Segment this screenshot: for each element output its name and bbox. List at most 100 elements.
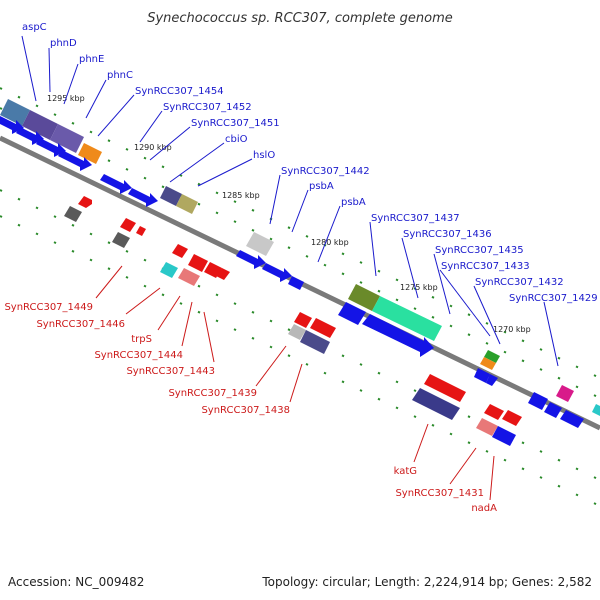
forward-gene[interactable]	[128, 188, 158, 207]
gene-label[interactable]: SynRCC307_1449	[4, 302, 93, 313]
gene-label[interactable]: phnE	[79, 54, 104, 65]
gene-label[interactable]: psbA	[341, 197, 366, 208]
forward-gene[interactable]	[528, 392, 548, 410]
kbp-tick-label: 1285 kbp	[222, 191, 260, 200]
gene-SynRCC307_1431[interactable]	[476, 418, 498, 436]
gene-label[interactable]: hslO	[253, 150, 275, 161]
gene-label[interactable]: phnC	[107, 70, 133, 81]
gene-SynRCC307_1439[interactable]	[288, 324, 306, 340]
tick-dot	[323, 263, 327, 267]
forward-gene[interactable]	[474, 368, 490, 383]
gene-SynRCC307_1443[interactable]	[188, 254, 208, 272]
gene-katG[interactable]	[424, 374, 466, 402]
gene-label[interactable]: psbA	[309, 181, 334, 192]
leader-SynRCC307_1442	[269, 174, 281, 225]
tick-dot	[575, 365, 579, 369]
tick-dot	[467, 415, 471, 419]
forward-gene[interactable]	[338, 302, 366, 325]
gene-label[interactable]: nadA	[471, 503, 497, 514]
forward-gene[interactable]	[288, 276, 304, 290]
gene-teal-edge[interactable]	[592, 404, 600, 416]
tick-dot	[359, 389, 363, 392]
gene-aspC[interactable]	[0, 99, 30, 126]
tick-dot	[431, 423, 435, 427]
gene-label[interactable]: SynRCC307_1442	[281, 166, 370, 177]
gene-trpS[interactable]	[160, 262, 178, 278]
gene-label[interactable]: SynRCC307_1454	[135, 86, 224, 97]
gene-psbA-2[interactable]	[372, 296, 442, 341]
forward-gene[interactable]	[16, 127, 44, 145]
gene-label[interactable]: aspC	[22, 22, 47, 33]
gene-label[interactable]: trpS	[131, 334, 152, 345]
tick-dot	[197, 310, 201, 314]
forward-gene[interactable]	[262, 263, 292, 282]
forward-gene[interactable]	[36, 138, 66, 157]
gene-SynRCC307_1438[interactable]	[300, 330, 330, 354]
tick-dot	[215, 319, 219, 323]
gene-label[interactable]: SynRCC307_1437	[371, 213, 460, 224]
tick-dot	[251, 228, 255, 232]
tick-dot	[557, 458, 561, 462]
gene-label[interactable]: phnD	[50, 38, 77, 49]
gene-hslO[interactable]	[176, 194, 198, 214]
reverse-gene[interactable]	[120, 218, 136, 232]
forward-gene[interactable]	[0, 116, 24, 134]
gene-label[interactable]: SynRCC307_1452	[163, 102, 252, 113]
gene-SynRCC307_1442[interactable]	[246, 232, 274, 256]
leader-SynRCC307_1454	[97, 94, 135, 137]
gene-SynRCC307_1446[interactable]	[112, 232, 130, 248]
forward-gene[interactable]	[362, 314, 434, 357]
gene-label[interactable]: SynRCC307_1429	[509, 293, 598, 304]
tick-dot	[287, 226, 291, 230]
gene-label[interactable]: SynRCC307_1438	[201, 405, 290, 416]
tick-dot	[0, 189, 3, 192]
gene-SynRCC307_1449[interactable]	[64, 206, 82, 222]
gene-label[interactable]: SynRCC307_1433	[441, 261, 530, 272]
gene-nadA[interactable]	[492, 426, 516, 446]
gene-label[interactable]: SynRCC307_1446	[36, 319, 125, 330]
gene-label[interactable]: cbiO	[225, 134, 248, 145]
tick-dot	[305, 235, 309, 238]
gene-label[interactable]: SynRCC307_1431	[395, 488, 484, 499]
reverse-gene[interactable]	[412, 388, 460, 420]
gene-SynRCC307_1432[interactable]	[480, 357, 496, 370]
gene-label[interactable]: SynRCC307_1436	[403, 229, 492, 240]
gene-label[interactable]: SynRCC307_1439	[168, 388, 257, 399]
reverse-gene[interactable]	[78, 196, 92, 208]
reverse-gene[interactable]	[484, 404, 504, 420]
gene-label[interactable]: katG	[394, 466, 417, 477]
tick-dot	[305, 255, 309, 258]
tick-dot	[359, 261, 363, 264]
forward-gene[interactable]	[236, 250, 266, 269]
tick-dot	[341, 272, 345, 276]
gene-phnC[interactable]	[78, 143, 102, 164]
forward-gene[interactable]	[58, 150, 92, 171]
gene-psbA-1[interactable]	[348, 284, 380, 311]
forward-gene[interactable]	[560, 410, 584, 428]
gene-label[interactable]: SynRCC307_1451	[191, 118, 280, 129]
reverse-gene[interactable]	[216, 268, 230, 280]
reverse-gene[interactable]	[136, 226, 146, 236]
gene-label[interactable]: SynRCC307_1444	[94, 350, 183, 361]
gene-label[interactable]: SynRCC307_1432	[475, 277, 564, 288]
gene-SynRCC307_1433[interactable]	[484, 350, 500, 363]
tick-dot	[17, 197, 21, 201]
tick-dot	[395, 406, 399, 410]
reverse-gene[interactable]	[502, 410, 522, 426]
tick-dot	[305, 363, 309, 366]
reverse-gene[interactable]	[294, 312, 312, 328]
gene-SynRCC307_1429[interactable]	[556, 385, 574, 402]
gene-phnD[interactable]	[22, 110, 58, 140]
gene-phnE[interactable]	[50, 124, 84, 153]
reverse-gene[interactable]	[172, 244, 188, 258]
tick-dot	[161, 185, 165, 189]
gene-label[interactable]: SynRCC307_1435	[435, 245, 524, 256]
forward-gene[interactable]	[100, 174, 132, 194]
forward-gene[interactable]	[544, 402, 562, 418]
tick-dot	[413, 415, 417, 418]
gene-SynRCC307_1444[interactable]	[178, 268, 200, 286]
gene-cbiO[interactable]	[160, 186, 182, 206]
forward-gene[interactable]	[486, 374, 498, 386]
gene-label[interactable]: SynRCC307_1443	[126, 366, 215, 377]
reverse-gene[interactable]	[310, 318, 336, 338]
